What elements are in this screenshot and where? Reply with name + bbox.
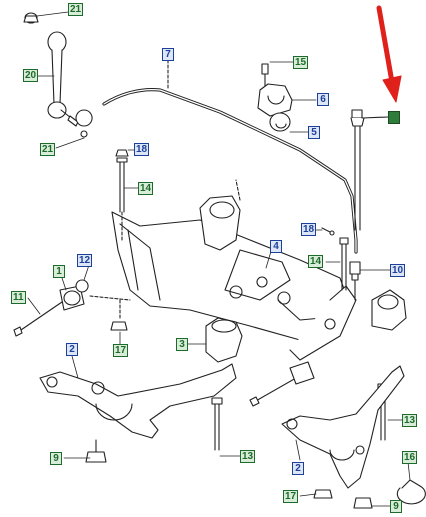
callout-2-left: 2 <box>66 343 78 356</box>
callout-20: 20 <box>23 69 39 82</box>
callout-1: 1 <box>53 265 65 278</box>
callout-15: 15 <box>293 56 309 69</box>
callout-17-right: 17 <box>283 490 299 503</box>
rear-bushing-part <box>205 317 243 363</box>
right-control-arm-part <box>281 365 405 509</box>
callout-5: 5 <box>308 126 320 139</box>
callout-21-top: 21 <box>68 3 84 16</box>
red-arrow-icon <box>376 5 402 103</box>
stabilizer-link-part <box>23 12 93 138</box>
callout-8-highlighted: 8 <box>388 111 400 124</box>
callout-14-left: 14 <box>138 182 154 195</box>
callout-18-left: 18 <box>134 143 150 156</box>
callout-11: 11 <box>11 291 26 304</box>
callout-13-left: 13 <box>240 450 256 463</box>
pivot-bolt-part <box>249 361 315 407</box>
left-bolt-parts <box>115 149 129 241</box>
callout-2-right: 2 <box>292 462 304 475</box>
subframe-part <box>111 179 407 361</box>
callout-13-right: 13 <box>402 414 418 427</box>
callout-6: 6 <box>317 93 329 106</box>
callout-9-left: 9 <box>50 452 62 465</box>
stabilizer-bushing-parts <box>257 63 293 132</box>
front-bushing-left-parts <box>13 279 131 337</box>
callout-7: 7 <box>162 48 174 61</box>
callout-10: 10 <box>390 264 406 277</box>
callout-21-bottom: 21 <box>40 143 56 156</box>
callout-18-right: 18 <box>301 223 317 236</box>
right-bolt-parts <box>321 227 361 301</box>
nut-17-left-part <box>110 299 128 331</box>
callout-9-right: 9 <box>390 500 402 513</box>
callout-14-right: 14 <box>308 255 324 268</box>
stabilizer-bar-part <box>102 59 358 254</box>
callout-17-left: 17 <box>113 344 129 357</box>
callout-3: 3 <box>176 338 188 351</box>
callout-16: 16 <box>402 451 418 464</box>
leader-lines <box>27 11 411 507</box>
left-control-arm-part <box>39 363 237 463</box>
long-bolt-part <box>350 109 389 231</box>
callout-12: 12 <box>77 254 93 267</box>
callout-4: 4 <box>270 240 282 253</box>
